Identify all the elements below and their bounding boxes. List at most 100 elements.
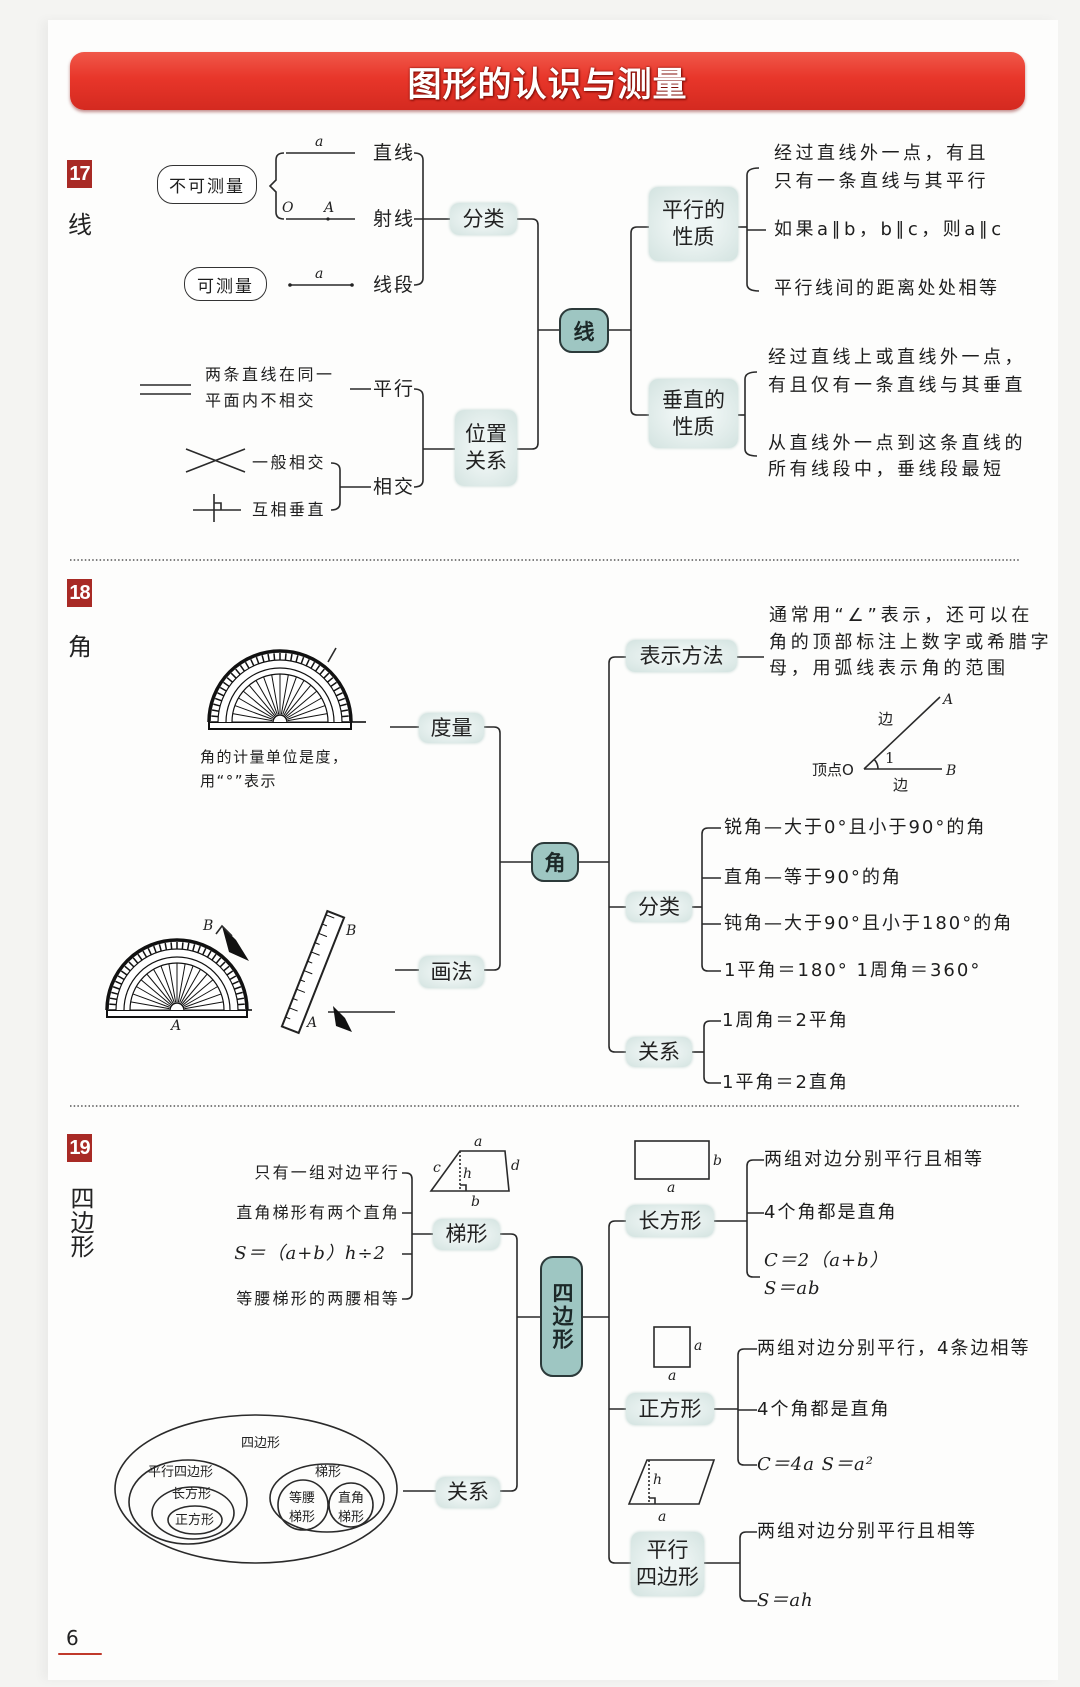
protractor-tick <box>186 942 190 951</box>
parallel-property-text: 经过直线外一点，有且 <box>774 143 989 164</box>
protractor-tick <box>314 665 321 672</box>
s18-connectors <box>390 656 764 1084</box>
node-label: 垂直的 <box>662 387 725 412</box>
ruler-tick <box>307 960 313 964</box>
node-rectangle: 长方形 <box>626 1205 714 1237</box>
protractor-tick <box>153 945 157 953</box>
quadrilateral-venn-diagram: 四边形 平行四边形 长方形 正方形 梯形 等腰 梯形 直角 梯形 <box>114 1414 398 1564</box>
section-number-badge: 19 <box>67 1134 92 1162</box>
square-property: 4个角都是直角 <box>757 1399 891 1420</box>
protractor-tick <box>310 661 316 669</box>
node-label: 性质 <box>672 414 715 439</box>
protractor-ray <box>140 979 172 1006</box>
venn-trapezoid-label: 梯形 <box>315 1465 341 1480</box>
node-perpendicular-properties: 垂直的 性质 <box>649 379 738 448</box>
node-position-relation: 位置 关系 <box>455 410 517 486</box>
node-draw: 画法 <box>419 956 484 988</box>
protractor-tick <box>261 655 265 663</box>
protractor-ray <box>286 697 322 719</box>
angle-straight-full: 1平角＝180° 1周角＝360° <box>724 960 982 981</box>
node-label: 梯形 <box>445 1222 488 1246</box>
protractor-tick <box>290 653 293 662</box>
draw-point-a-label: A <box>169 1018 181 1034</box>
protractor-tick <box>120 970 128 976</box>
measure-caption: 角的计量单位是度， <box>200 748 349 766</box>
node-label: 位置 <box>465 422 507 446</box>
trapezoid-a-label: a <box>474 1134 482 1150</box>
protractor-pointer <box>327 647 337 663</box>
protractor-ray <box>181 973 208 1005</box>
trapezoid-area-formula: S＝（a+b）h÷2 <box>234 1243 386 1264</box>
protractor-tick <box>128 961 135 968</box>
protractor-tick <box>192 944 196 952</box>
protractor-tick <box>137 953 143 961</box>
protractor-ray <box>284 684 312 717</box>
ruler-tick <box>303 970 313 975</box>
node-parallelogram: 平行 四边形 <box>631 1532 704 1596</box>
perpendicular-lines-icon <box>193 494 241 522</box>
protractor-ray <box>285 690 318 718</box>
protractor-tick <box>333 686 341 692</box>
not-measurable-bubble: 不可测量 <box>157 165 257 204</box>
protractor-center <box>272 714 288 723</box>
protractor-tick <box>223 681 230 688</box>
protractor-tick <box>215 957 222 964</box>
protractor-tick <box>335 692 343 697</box>
protractor-tick <box>223 965 230 972</box>
ruler-tick <box>318 932 328 938</box>
protractor-ray <box>130 1001 170 1010</box>
node-label: 平行 <box>646 1538 689 1562</box>
section-title: 角 <box>68 633 92 661</box>
measurable-bubble: 可测量 <box>184 267 267 301</box>
node-label: 表示方法 <box>639 643 724 668</box>
venn-isosceles-label: 等腰 <box>289 1490 315 1506</box>
protractor-ray <box>132 993 170 1008</box>
section-number-badge: 17 <box>67 160 92 188</box>
pencil-icon <box>333 1006 352 1032</box>
protractor-ray <box>271 674 280 715</box>
protractor-ray <box>280 674 289 715</box>
protractor-tick <box>109 1003 117 1006</box>
protractor-tick <box>239 665 246 672</box>
venn-isosceles-label: 梯形 <box>289 1510 315 1525</box>
angle-relation-item: 1平角＝2直角 <box>722 1072 849 1093</box>
point-a-label: A <box>941 692 953 708</box>
core-node-quadrilateral: 四边形 <box>540 1256 583 1377</box>
protractor-tick <box>273 653 276 661</box>
parallelogram-property: 两组对边分别平行且相等 <box>757 1521 977 1542</box>
node-quad-relation: 关系 <box>436 1477 500 1508</box>
trapezoid-b-label: b <box>471 1194 480 1210</box>
protractor-ray <box>287 705 326 720</box>
protractor-tick <box>206 950 212 958</box>
protractor-tick <box>219 961 226 968</box>
protractor-tick <box>231 980 239 985</box>
node-label: 度量 <box>430 715 473 740</box>
square-formulas: C＝4a S＝a² <box>757 1454 874 1475</box>
node-label: 关系 <box>465 449 507 473</box>
protractor-ray <box>283 680 305 716</box>
line-type-segment: 线段 <box>373 274 416 296</box>
node-measure: 度量 <box>419 713 484 743</box>
protractor-ray <box>136 986 171 1007</box>
parallel-lines-icon <box>140 384 191 395</box>
s17-connectors <box>330 152 766 511</box>
protractor-ray <box>168 963 177 1003</box>
node-label: 平行的 <box>662 198 725 222</box>
protractor-tick <box>305 659 310 667</box>
protractor-tick <box>158 944 162 952</box>
angle-type-acute: 锐角—大于0°且小于90°的角 <box>724 817 987 838</box>
protractor-tick <box>319 668 325 675</box>
protractor-scale-arc <box>225 667 335 723</box>
protractor-ray <box>263 676 278 715</box>
protractor-center <box>169 1002 185 1011</box>
protractor-ray <box>179 965 194 1003</box>
ruler-tick <box>292 998 298 1001</box>
protractor-tick <box>235 991 243 995</box>
position-intersect: 相交 <box>373 476 416 498</box>
parallelogram-a-label: a <box>658 1509 666 1525</box>
page-number-underline <box>58 1653 102 1655</box>
protractor-tick <box>147 948 152 956</box>
ruler-tick <box>285 1016 291 1020</box>
node-notation: 表示方法 <box>626 640 737 672</box>
protractor-tick <box>211 709 220 712</box>
